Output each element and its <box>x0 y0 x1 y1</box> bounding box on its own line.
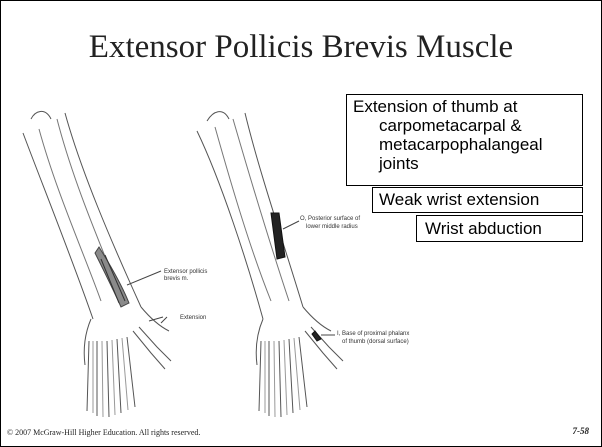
slide-title: Extensor Pollicis Brevis Muscle <box>1 29 601 66</box>
movement-label: Extension <box>180 315 206 321</box>
weak-wrist-extension-box: Weak wrist extension <box>372 187 583 213</box>
right-arm-illustration <box>197 112 343 417</box>
extension-line-4: joints <box>353 154 578 173</box>
insertion-label-line1: I, Base of proximal phalanx <box>337 331 409 337</box>
muscle-label-line1: Extensor pollicis <box>164 269 207 275</box>
slide-number: 7-58 <box>573 426 590 436</box>
copyright-footer: © 2007 McGraw-Hill Higher Education. All… <box>7 428 200 437</box>
left-arm-illustration <box>23 111 171 417</box>
muscle-label-line2: brevis m. <box>164 276 189 282</box>
extension-line-2: carpometacarpal & <box>353 116 578 135</box>
insertion-label-line2: of thumb (dorsal surface) <box>342 339 409 345</box>
extension-line-1: Extension of thumb at <box>353 97 578 116</box>
origin-label-line1: O, Posterior surface of <box>300 216 360 222</box>
wrist-abduction-box: Wrist abduction <box>416 215 583 242</box>
extension-line-3: metacarpophalangeal <box>353 135 578 154</box>
origin-label-line2: lower middle radius <box>306 224 358 230</box>
extension-action-box: Extension of thumb at carpometacarpal & … <box>346 94 583 186</box>
